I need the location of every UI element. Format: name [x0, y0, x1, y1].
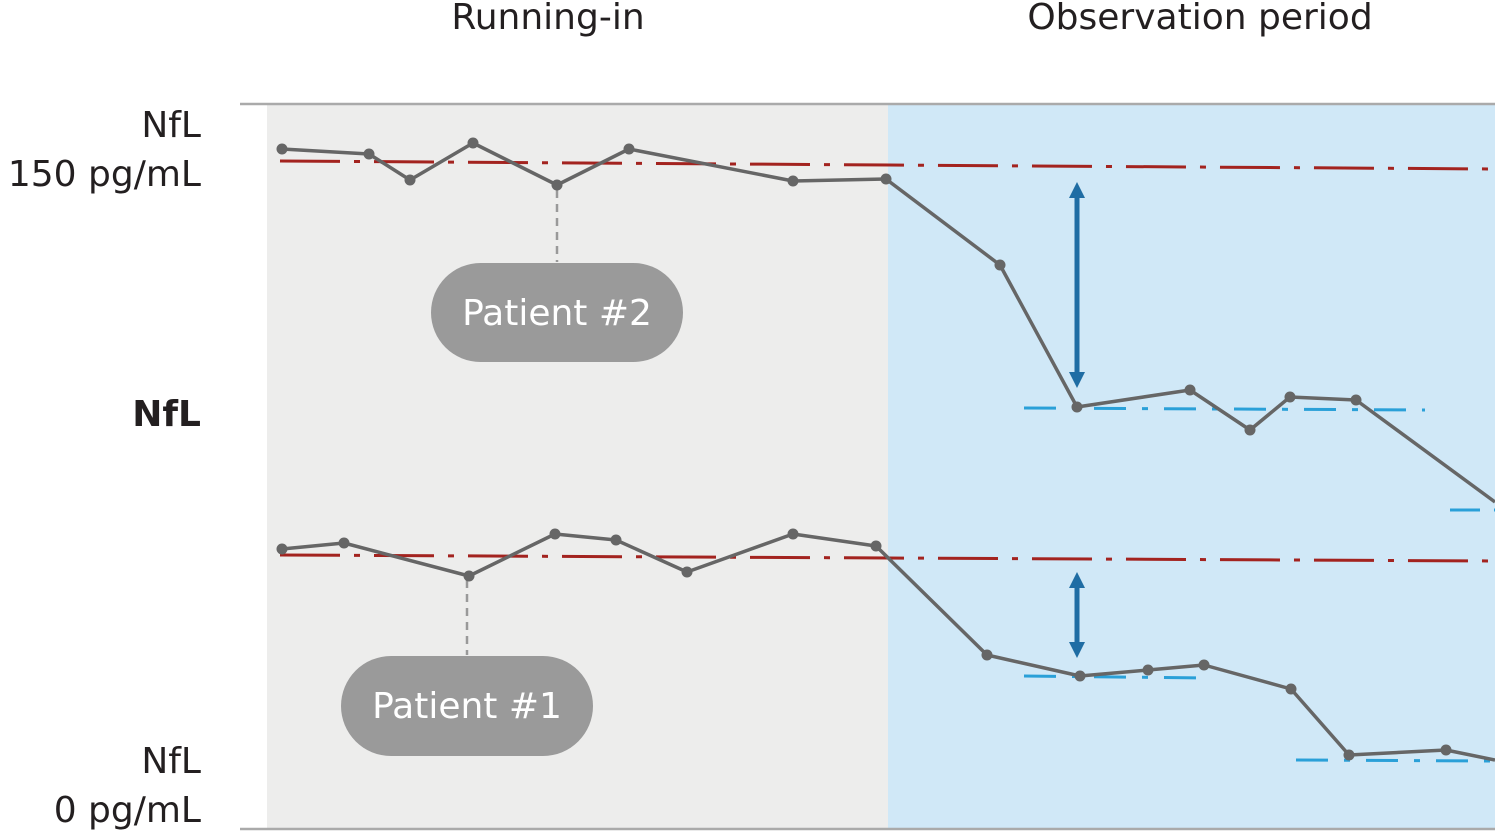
patient-2-point: [467, 137, 479, 149]
patient-1-point: [1343, 749, 1355, 761]
header-running-in: Running-in: [451, 0, 644, 38]
patient-2-baseline: [279, 159, 1495, 171]
patient-2-pill: [431, 263, 683, 362]
y-label-bottom-value: 0 pg/mL: [54, 790, 201, 831]
patient-1-points: [276, 528, 1452, 761]
patient-1-point: [870, 540, 882, 552]
patient-2-point: [880, 173, 892, 185]
y-label-top-value: 150 pg/mL: [8, 154, 201, 195]
y-label-middle: NfL: [132, 394, 201, 435]
patient-1-point: [1198, 659, 1210, 671]
patient-2-point: [363, 148, 375, 160]
patient-2-point: [404, 174, 416, 186]
patient-1-point: [1074, 670, 1086, 682]
patient-2-point: [1071, 401, 1083, 413]
patient-1-label: Patient #1: [372, 686, 562, 727]
patient-1-point: [681, 566, 693, 578]
patient-1-point: [787, 528, 799, 540]
patient-2-point: [787, 175, 799, 187]
patient-2-point: [994, 259, 1006, 271]
y-label-top-name: NfL: [141, 105, 201, 146]
patient-1-new-level: [1023, 674, 1213, 680]
patient-2-point: [1184, 384, 1196, 396]
patient-2-group: Patient #2: [276, 137, 1495, 512]
patient-2-points: [276, 137, 1362, 436]
patient-1-point: [276, 543, 288, 555]
patient-1-trace: [281, 532, 1495, 762]
patient-1-point: [981, 649, 993, 661]
patient-1-point: [338, 537, 350, 549]
patient-1-point: [1142, 664, 1154, 676]
patient-1-point: [610, 534, 622, 546]
patient-1-point: [1285, 683, 1297, 695]
y-label-bottom-name: NfL: [141, 741, 201, 782]
observation-panel: [888, 104, 1495, 829]
patient-1-point: [549, 528, 561, 540]
patient-2-point: [551, 179, 563, 191]
patient-1-group: Patient #1: [276, 528, 1495, 763]
patient-1-point: [463, 570, 475, 582]
patient-2-point: [1284, 391, 1296, 403]
patient-2-label: Patient #2: [462, 293, 652, 334]
patient-2-point: [1350, 394, 1362, 406]
patient-1-pill: [341, 656, 593, 756]
patient-2-point: [1244, 424, 1256, 436]
patient-2-point: [276, 143, 288, 155]
patient-2-point: [623, 143, 635, 155]
patient-1-point: [1440, 744, 1452, 756]
patient-1-later-level: [1295, 758, 1495, 763]
header-observation-period: Observation period: [1027, 0, 1372, 38]
